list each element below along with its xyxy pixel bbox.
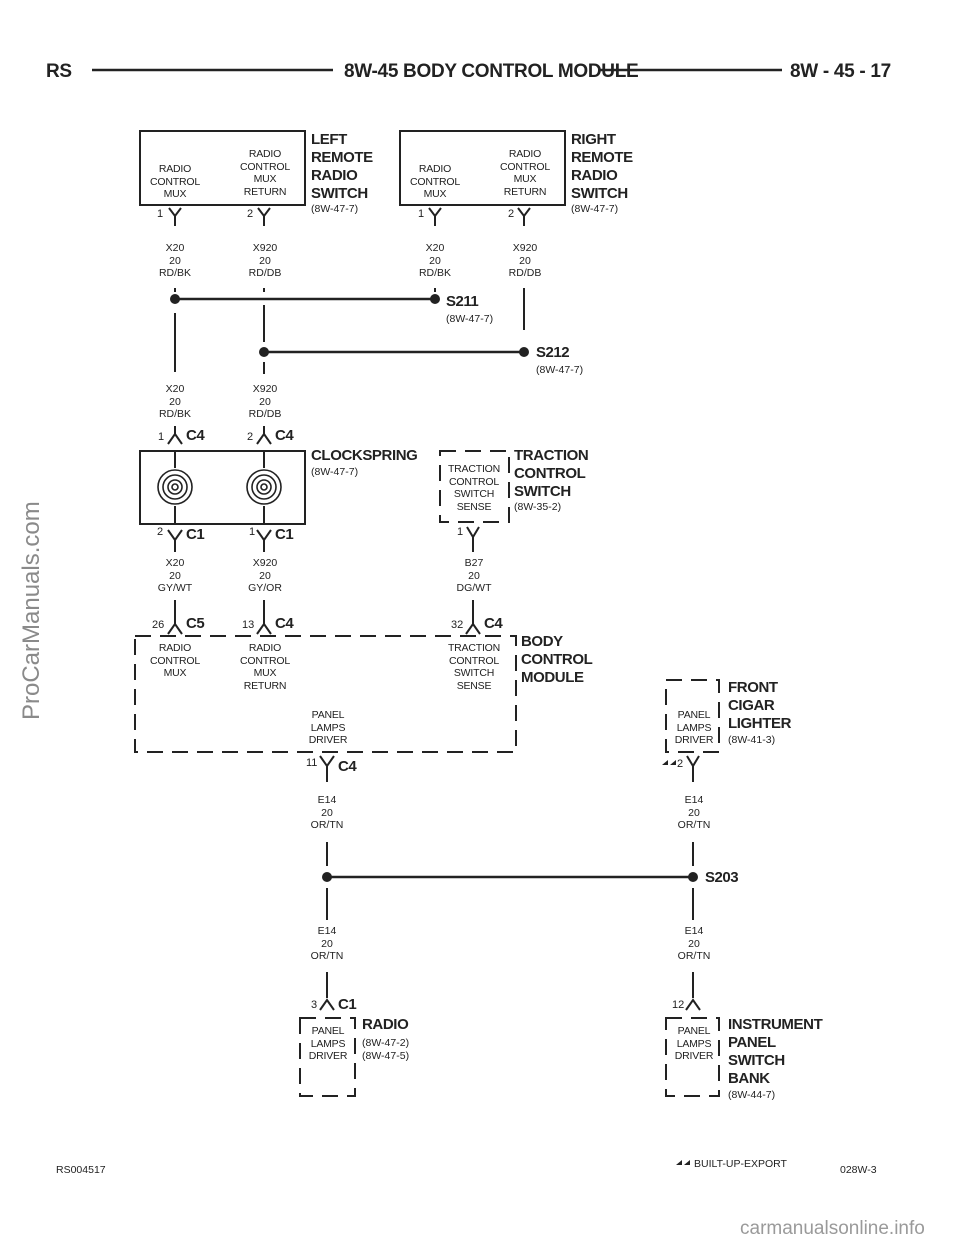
drawing-number: 028W-3 — [840, 1164, 877, 1176]
traction-switch-box — [439, 450, 510, 523]
radio-box — [299, 1017, 356, 1097]
wire-label: X920 20 RD/DB — [508, 242, 542, 279]
right-switch-name: RIGHT REMOTE RADIO SWITCH — [571, 131, 633, 202]
bcm-box — [134, 635, 517, 753]
right-switch-pin2-label: RADIO CONTROL MUX RETURN — [500, 148, 550, 198]
legend-built-up-export: BUILT-UP-EXPORT — [694, 1158, 787, 1170]
bcm-radio-mux: RADIO CONTROL MUX — [150, 642, 200, 679]
traction-switch-ref: (8W-35-2) — [514, 501, 562, 513]
wire-label: X20 20 RD/BK — [418, 242, 452, 279]
splice-s212: S212 — [536, 344, 570, 361]
left-switch-pin1-label: RADIO CONTROL MUX — [150, 163, 200, 200]
clockspring-bot-conn1: C1 — [186, 526, 205, 543]
cigar-pin: 2 — [677, 758, 684, 770]
header-section-code: RS — [46, 61, 72, 82]
wire-label: X920 20 RD/DB — [248, 383, 282, 420]
left-switch-name: LEFT REMOTE RADIO SWITCH — [311, 131, 373, 202]
bottom-watermark: carmanualsonline.info — [740, 1218, 925, 1239]
wire-label: X20 20 GY/WT — [157, 557, 193, 594]
figure-id: RS004517 — [56, 1164, 106, 1176]
bcm-conn-c5: C5 — [186, 615, 205, 632]
traction-switch-inner: TRACTION CONTROL SWITCH SENSE — [447, 463, 501, 513]
right-switch-pin1: 1 — [418, 208, 425, 220]
left-switch-pin2-label: RADIO CONTROL MUX RETURN — [240, 148, 290, 198]
ipsb-ref: (8W-44-7) — [728, 1089, 776, 1101]
wire-label: E14 20 OR/TN — [677, 794, 711, 831]
left-switch-box — [139, 130, 306, 206]
bcm-name: BODY CONTROL MODULE — [521, 633, 593, 686]
bcm-pin-32: 32 — [451, 619, 464, 631]
cigar-lighter-box — [665, 679, 720, 753]
radio-inner: PANEL LAMPS DRIVER — [308, 1025, 348, 1062]
left-switch-ref: (8W-47-7) — [311, 203, 359, 215]
clockspring-name: CLOCKSPRING — [311, 447, 418, 464]
wire-label: X920 20 GY/OR — [248, 557, 282, 594]
bcm-tc-sense: TRACTION CONTROL SWITCH SENSE — [447, 642, 501, 692]
wire-label: E14 20 OR/TN — [310, 925, 344, 962]
splice-s211-ref: (8W-47-7) — [446, 313, 494, 325]
wire-label: X920 20 RD/DB — [248, 242, 282, 279]
traction-switch-pin: 1 — [457, 526, 464, 538]
clockspring-bot-pin2: 1 — [249, 526, 256, 538]
clockspring-ref: (8W-47-7) — [311, 466, 359, 478]
bcm-radio-mux-return: RADIO CONTROL MUX RETURN — [240, 642, 290, 692]
cigar-inner: PANEL LAMPS DRIVER — [674, 709, 714, 746]
right-switch-pin2: 2 — [508, 208, 515, 220]
bcm-pin-26: 26 — [152, 619, 165, 631]
left-switch-pin2: 2 — [247, 208, 254, 220]
wire-label: X20 20 RD/BK — [158, 383, 192, 420]
traction-switch-name: TRACTION CONTROL SWITCH — [514, 447, 589, 500]
right-switch-ref: (8W-47-7) — [571, 203, 619, 215]
ipsb-name: INSTRUMENT PANEL SWITCH BANK — [728, 1016, 823, 1087]
side-watermark: ProCarManuals.com — [18, 501, 45, 720]
bcm-pin-13: 13 — [242, 619, 255, 631]
ipsb-box — [665, 1017, 720, 1097]
page-number: 8W - 45 - 17 — [790, 61, 891, 82]
splice-s211: S211 — [446, 293, 479, 310]
bcm-panel-lamps: PANEL LAMPS DRIVER — [308, 709, 348, 746]
bcm-pin-11: 11 — [306, 757, 318, 769]
radio-pin: 3 — [311, 999, 318, 1011]
right-switch-pin1-label: RADIO CONTROL MUX — [410, 163, 460, 200]
clockspring-top-conn2: C4 — [275, 427, 294, 444]
clockspring-top-pin1: 1 — [158, 431, 165, 443]
splice-s203: S203 — [705, 869, 739, 886]
page-title: 8W-45 BODY CONTROL MODULE — [344, 61, 639, 82]
bcm-conn-c4-tc: C4 — [484, 615, 503, 632]
cigar-ref: (8W-41-3) — [728, 734, 776, 746]
right-switch-box — [399, 130, 566, 206]
ipsb-pin: 12 — [672, 999, 685, 1011]
left-switch-pin1: 1 — [157, 208, 164, 220]
radio-ref: (8W-47-2) (8W-47-5) — [362, 1037, 410, 1062]
bcm-conn-c4-bottom: C4 — [338, 758, 357, 775]
clockspring-box — [139, 450, 306, 525]
clockspring-top-conn1: C4 — [186, 427, 205, 444]
cigar-name: FRONT CIGAR LIGHTER — [728, 679, 792, 732]
wire-label: B27 20 DG/WT — [456, 557, 492, 594]
clockspring-top-pin2: 2 — [247, 431, 254, 443]
clockspring-bot-conn2: C1 — [275, 526, 294, 543]
wire-label: E14 20 OR/TN — [310, 794, 344, 831]
radio-name: RADIO — [362, 1016, 409, 1033]
radio-conn: C1 — [338, 996, 357, 1013]
wire-label: X20 20 RD/BK — [158, 242, 192, 279]
bcm-conn-c4: C4 — [275, 615, 294, 632]
clockspring-bot-pin1: 2 — [157, 526, 164, 538]
wire-label: E14 20 OR/TN — [677, 925, 711, 962]
ipsb-inner: PANEL LAMPS DRIVER — [674, 1025, 714, 1062]
splice-s212-ref: (8W-47-7) — [536, 364, 584, 376]
